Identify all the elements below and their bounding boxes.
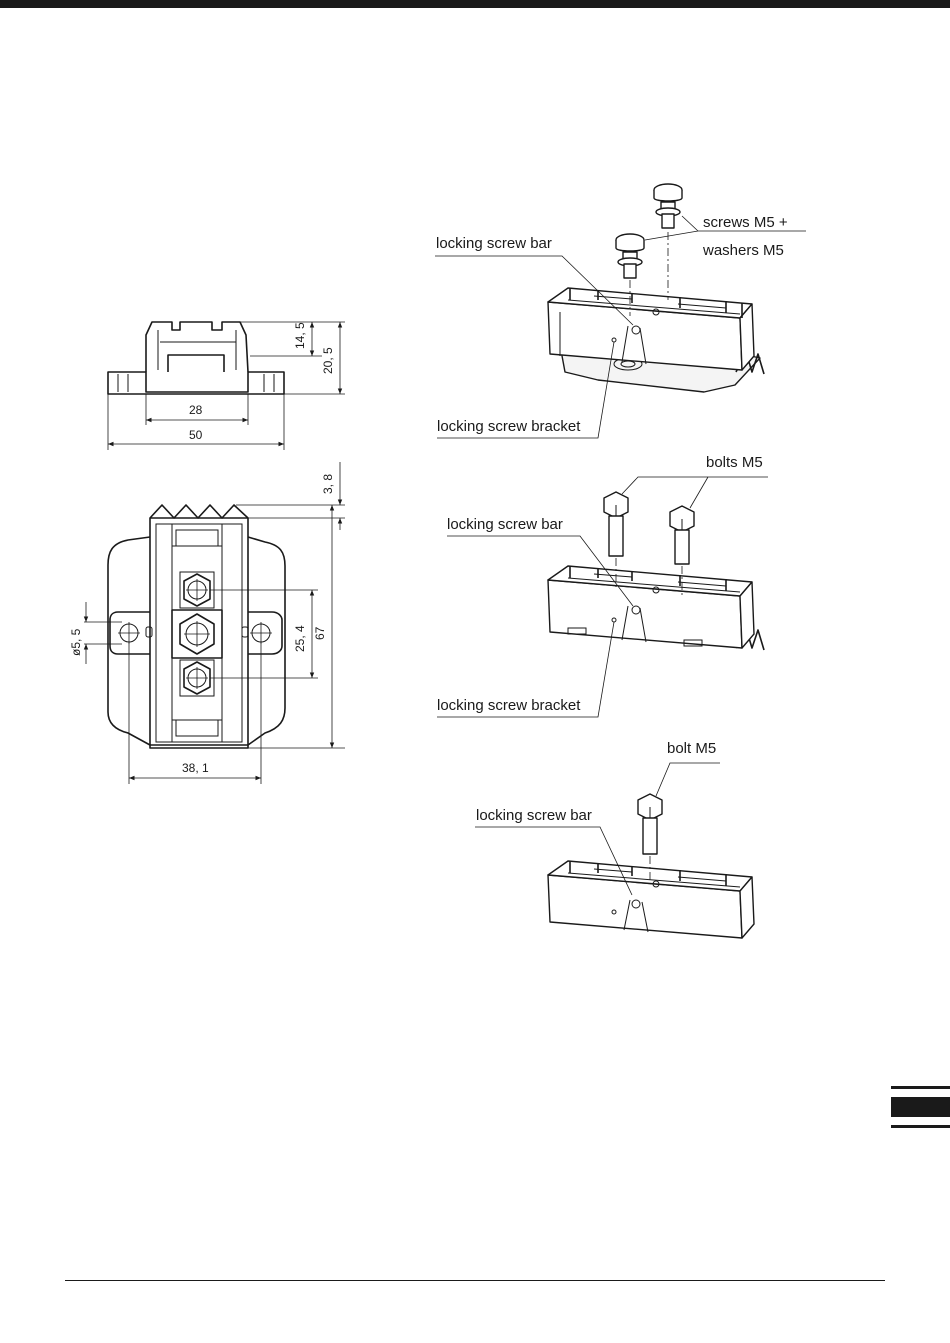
- dim-hole-distance: 38, 1: [182, 761, 209, 775]
- dim-height-top: 14, 5: [293, 322, 307, 349]
- label-screws-line2: washers M5: [702, 242, 784, 259]
- label-bolt-c: bolt M5: [667, 740, 716, 757]
- dim-width-outer: 50: [189, 428, 203, 442]
- dim-hole-spacing: 25, 4: [293, 625, 307, 652]
- assembly-bolt-single: bolt M5 locking screw bar: [475, 740, 754, 938]
- label-bracket-a: locking screw bracket: [437, 418, 581, 435]
- page-tab-marker: [891, 1086, 950, 1128]
- dim-width-inner: 28: [189, 403, 203, 417]
- assembly-screws-bracket: screws M5 + washers M5 locking screw bar…: [435, 184, 806, 438]
- dim-spike: 3, 8: [321, 474, 335, 494]
- label-bar-a: locking screw bar: [436, 235, 552, 252]
- front-view: 14, 5 20, 5 28 50: [108, 322, 345, 450]
- dim-hole-diameter: ø5, 5: [69, 628, 83, 656]
- label-bracket-b: locking screw bracket: [437, 697, 581, 714]
- dim-length: 67: [313, 626, 327, 640]
- top-view: 3, 8 67 25, 4 ø5, 5 38, 1: [69, 462, 345, 784]
- assembly-bolts: bolts M5 locking screw bar locking screw…: [437, 454, 768, 717]
- label-bar-c: locking screw bar: [476, 807, 592, 824]
- label-bar-b: locking screw bar: [447, 516, 563, 533]
- dim-height-total: 20, 5: [321, 347, 335, 374]
- label-screws-line1: screws M5 +: [703, 214, 788, 231]
- footer-rule: [65, 1280, 885, 1281]
- label-bolts-b: bolts M5: [706, 454, 763, 471]
- screw-right: [654, 184, 682, 300]
